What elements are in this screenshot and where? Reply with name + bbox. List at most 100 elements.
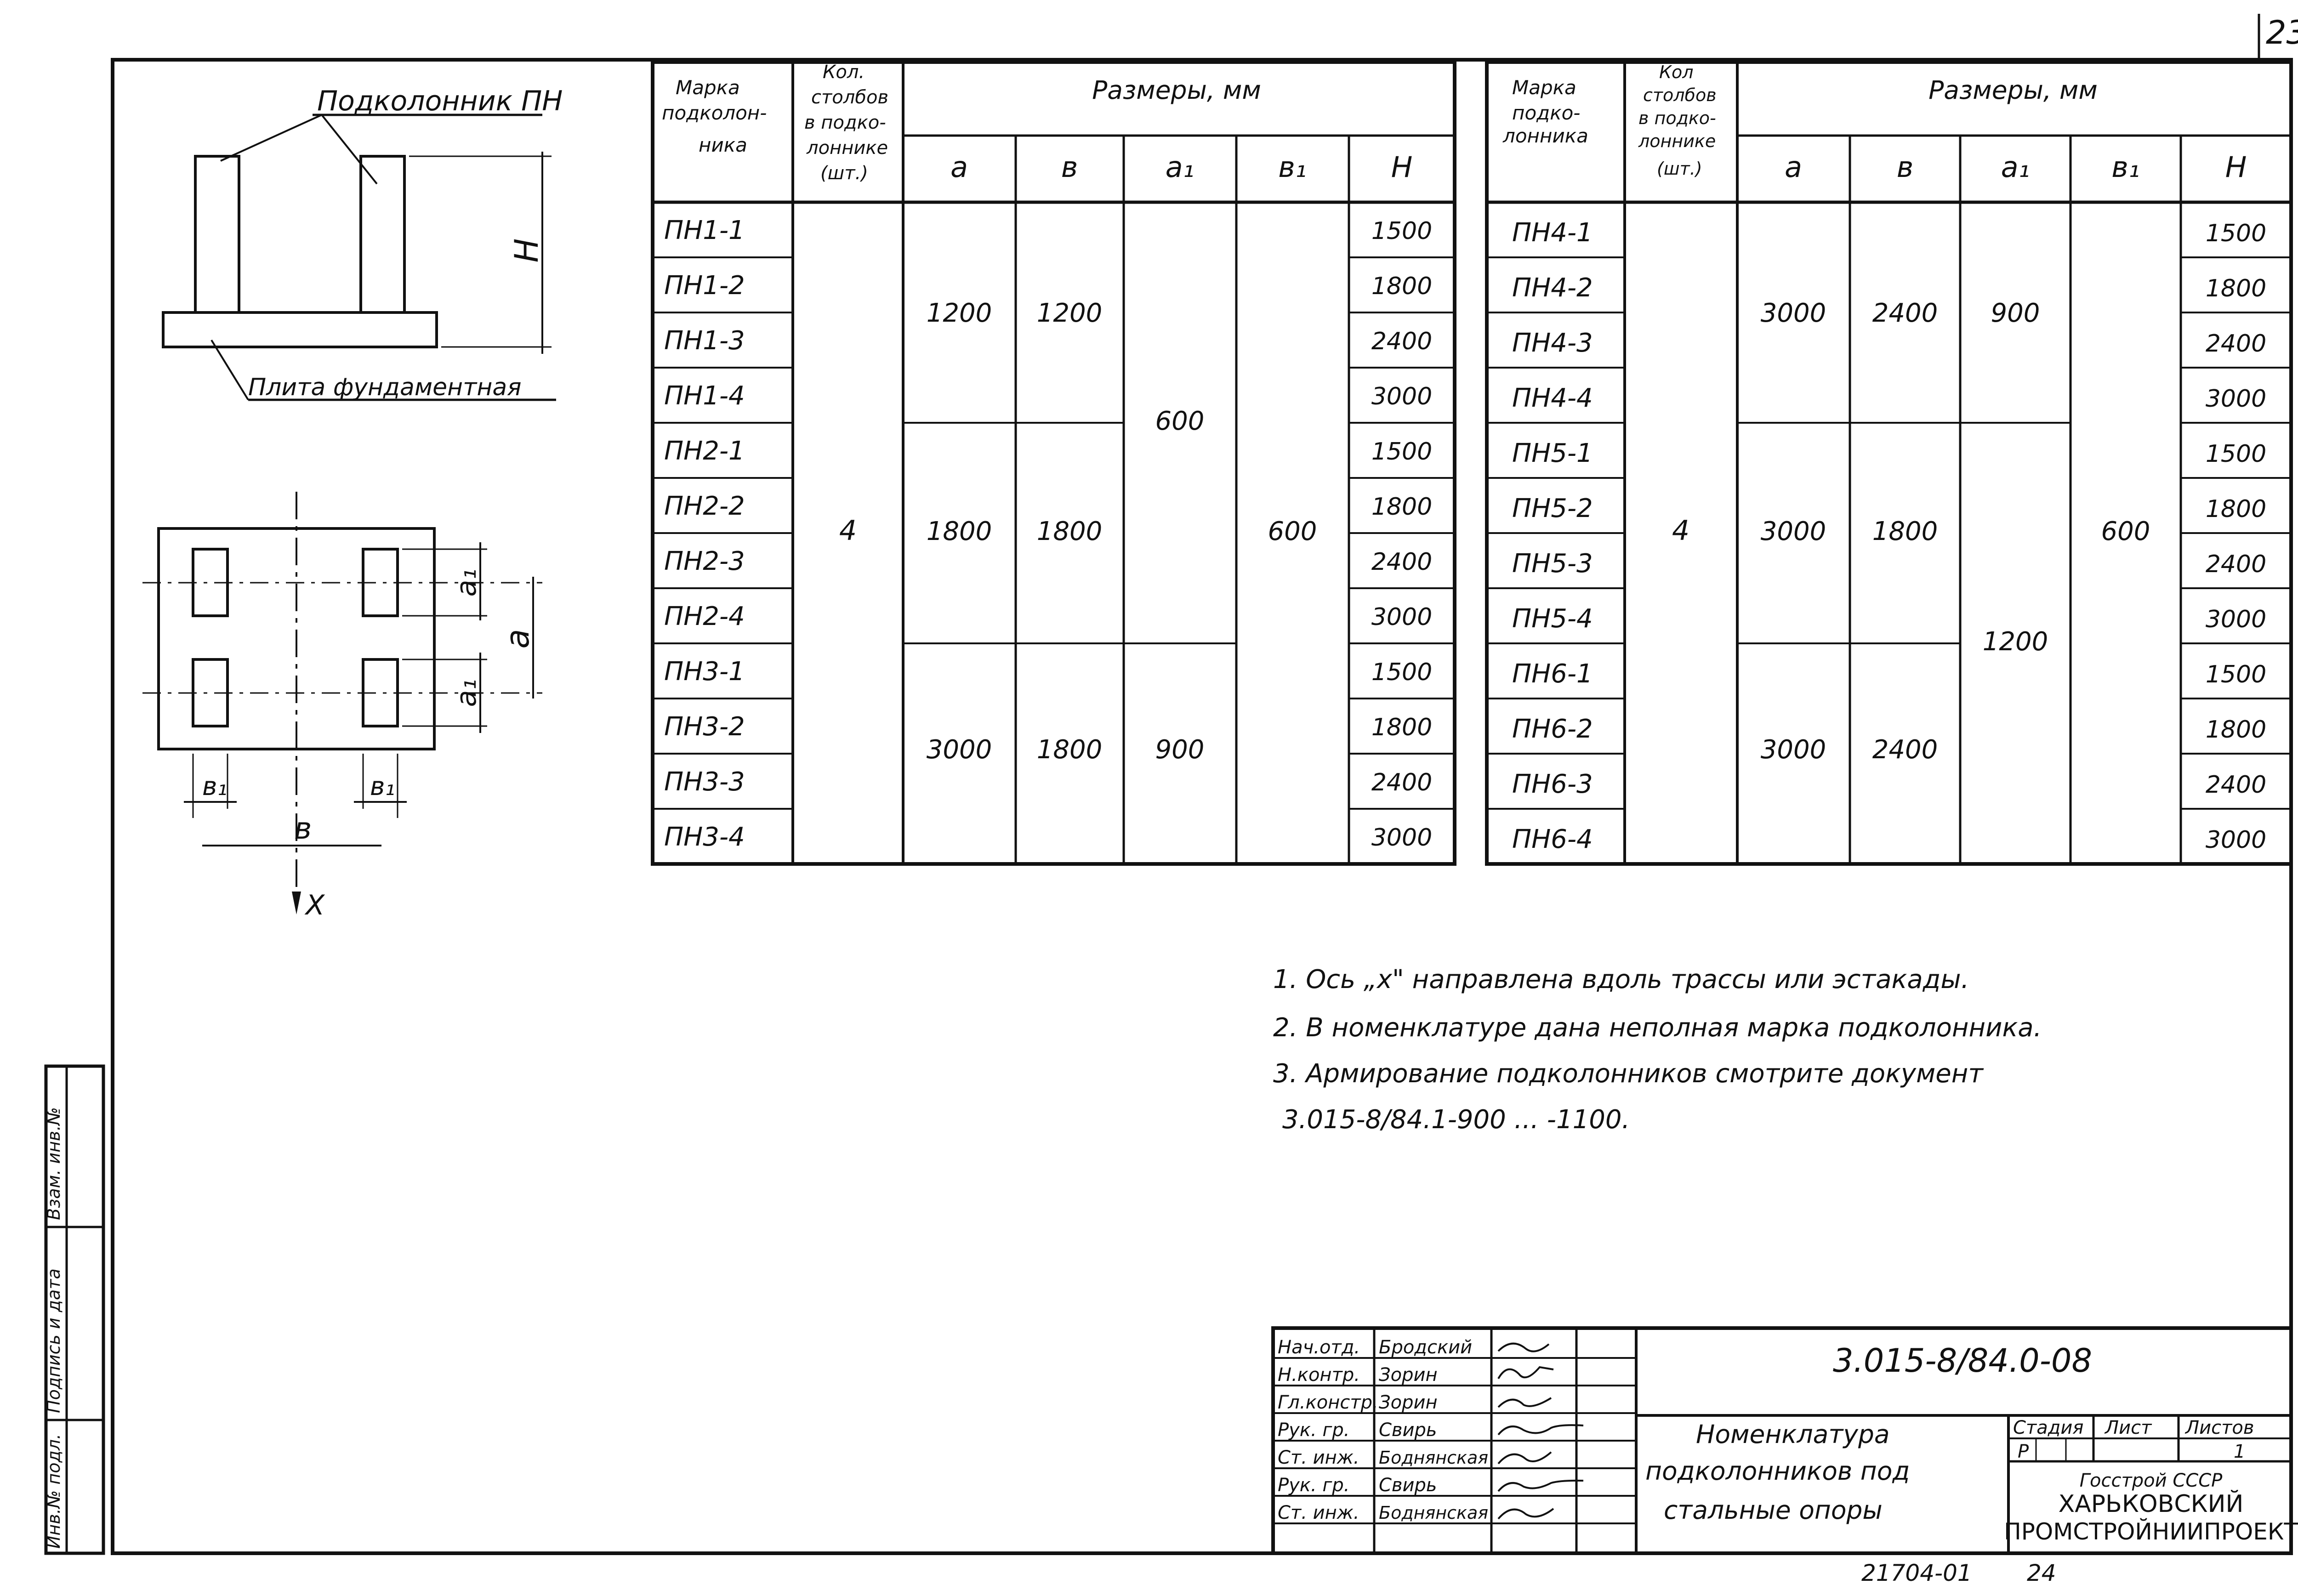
tb-role: Ст. инж. — [1278, 1447, 1359, 1468]
tr-hdr-count-4: лоннике — [1638, 131, 1716, 151]
page-number: 23 — [2266, 14, 2298, 51]
tr-b: 2400 — [1872, 298, 1938, 328]
slab-leader — [210, 339, 249, 401]
tl-mark: ПН3-4 — [664, 822, 745, 852]
tr-H: 2400 — [2206, 330, 2266, 358]
axis-x-label: X — [304, 889, 325, 921]
tr-mark: ПН5-2 — [1512, 494, 1593, 523]
tl-a: 1200 — [927, 298, 992, 328]
tl-H: 2400 — [1371, 548, 1432, 576]
axis-x-arrow — [292, 892, 301, 914]
tb-name: Свирь — [1379, 1420, 1437, 1441]
tb-name: Свирь — [1379, 1475, 1437, 1496]
tl-hdr-mark-3: ника — [699, 134, 747, 156]
tl-hdr-count-5: (шт.) — [820, 163, 868, 184]
tl-hdr-count-1: Кол. — [823, 62, 865, 83]
tr-H: 1500 — [2206, 220, 2266, 247]
tl-a1: 900 — [1155, 735, 1205, 765]
signature-3 — [1497, 1397, 1552, 1408]
tr-mark: ПН4-4 — [1512, 383, 1593, 413]
tr-mark: ПН6-2 — [1512, 714, 1593, 744]
tb-role: Гл.констр. — [1278, 1392, 1378, 1413]
tr-H: 1800 — [2206, 495, 2266, 523]
side-stamp-sign: Подпись и дата — [44, 1268, 64, 1413]
tl-mark: ПН1-2 — [664, 271, 745, 301]
tl-H: 2400 — [1371, 328, 1432, 355]
tr-mark: ПН5-3 — [1512, 549, 1593, 579]
tr-a: 3000 — [1761, 517, 1826, 546]
tl-H: 1800 — [1371, 493, 1432, 521]
tl-a: 1800 — [927, 517, 992, 546]
doc-code: 3.015-8/84.0-08 — [1833, 1342, 2092, 1380]
tr-mark: ПН4-3 — [1512, 328, 1593, 358]
tr-hdr-a1: a₁ — [2001, 150, 2030, 184]
tr-H: 1800 — [2206, 275, 2266, 302]
bottom-code: 21704-01 — [1861, 1560, 1972, 1586]
tl-H: 1800 — [1371, 714, 1432, 741]
tr-hdr-mark-1: Марка — [1512, 76, 1576, 99]
dim-a1-lower-label: a₁ — [450, 679, 483, 707]
column-left — [194, 155, 240, 314]
side-stamp-replace: Взам. инв.№ — [44, 1107, 64, 1220]
tr-b: 2400 — [1872, 735, 1938, 765]
subcolumn-leader-2 — [321, 114, 378, 185]
tb-name: Боднянская — [1379, 1448, 1488, 1468]
tb-name: Зорин — [1379, 1364, 1438, 1386]
tr-a1: 900 — [1991, 298, 2040, 328]
tb-stage-val: Р — [2018, 1441, 2029, 1462]
tb-title-1: Номенклатура — [1696, 1420, 1890, 1449]
tl-mark: ПН2-4 — [664, 602, 745, 631]
signature-4 — [1497, 1424, 1584, 1436]
tl-H: 3000 — [1371, 383, 1432, 410]
tb-name: Бродский — [1379, 1337, 1472, 1358]
tb-stage-hdr: Стадия — [2013, 1417, 2083, 1438]
tl-mark: ПН1-3 — [664, 326, 745, 356]
tl-hdr-a1: a₁ — [1166, 150, 1195, 184]
tr-hdr-H: H — [2225, 150, 2247, 184]
tl-mark: ПН1-1 — [664, 216, 745, 245]
tl-mark: ПН2-1 — [664, 436, 745, 466]
notes: 1. Ось „x" направлена вдоль трассы или э… — [1273, 965, 2042, 1135]
tr-a: 3000 — [1761, 735, 1826, 765]
tr-mark: ПН5-4 — [1512, 604, 1593, 634]
subcolumn-label: Подколонник ПН — [317, 85, 563, 117]
bottom-page: 24 — [2027, 1560, 2056, 1586]
side-stamp: Инв.№ подл. Подпись и дата Взам. инв.№ — [44, 1064, 105, 1555]
table-right-frame — [1485, 60, 2293, 866]
tb-row-lines — [1273, 1357, 1636, 1524]
tr-hdr-count-2: столбов — [1643, 85, 1717, 105]
tl-mark: ПН3-1 — [664, 657, 745, 687]
tl-b: 1800 — [1037, 735, 1103, 765]
org-ministry: Госстрой СССР — [2080, 1470, 2223, 1491]
tr-mark: ПН5-1 — [1512, 438, 1593, 468]
tl-mark: ПН3-2 — [664, 712, 745, 742]
tl-H: 1500 — [1371, 659, 1432, 686]
signature-7 — [1497, 1508, 1554, 1520]
tr-hdr-count-3: в подко- — [1638, 108, 1716, 128]
tl-mark: ПН2-2 — [664, 491, 745, 521]
tb-sheets-hdr: Листов — [2184, 1417, 2254, 1438]
tb-sheet-hdr: Лист — [2104, 1417, 2152, 1438]
foundation-slab — [162, 311, 438, 348]
tr-hdr-b1: в₁ — [2111, 150, 2139, 184]
tb-name: Боднянская — [1379, 1503, 1488, 1523]
tr-H: 1500 — [2206, 661, 2266, 688]
tr-H: 1800 — [2206, 716, 2266, 744]
signature-6 — [1497, 1479, 1584, 1492]
tl-H: 3000 — [1371, 603, 1432, 631]
tl-hdr-a: a — [950, 150, 968, 184]
tl-H: 1500 — [1371, 438, 1432, 466]
tr-hdr-mark-3: лонника — [1502, 125, 1588, 147]
dim-a1-upper-label: a₁ — [450, 569, 483, 597]
note-1: 1. Ось „x" направлена вдоль трассы или э… — [1273, 965, 1969, 994]
tl-mark-lines — [653, 256, 1455, 810]
slab-label: Плита фундаментная — [248, 374, 522, 401]
table-right: Марка подко- лонника Кол столбов в подко… — [1485, 60, 2293, 866]
elevation-view: Подколонник ПН Плита фундаментная H — [162, 85, 563, 401]
tb-name: Зорин — [1379, 1392, 1438, 1413]
tr-a: 3000 — [1761, 298, 1826, 328]
tl-mark: ПН2-3 — [664, 546, 745, 576]
title-block: Нач.отд. Н.контр. Гл.констр. Рук. гр. Ст… — [1271, 1326, 2298, 1555]
tr-a1: 1200 — [1983, 627, 2048, 657]
tl-b: 1800 — [1037, 517, 1103, 546]
